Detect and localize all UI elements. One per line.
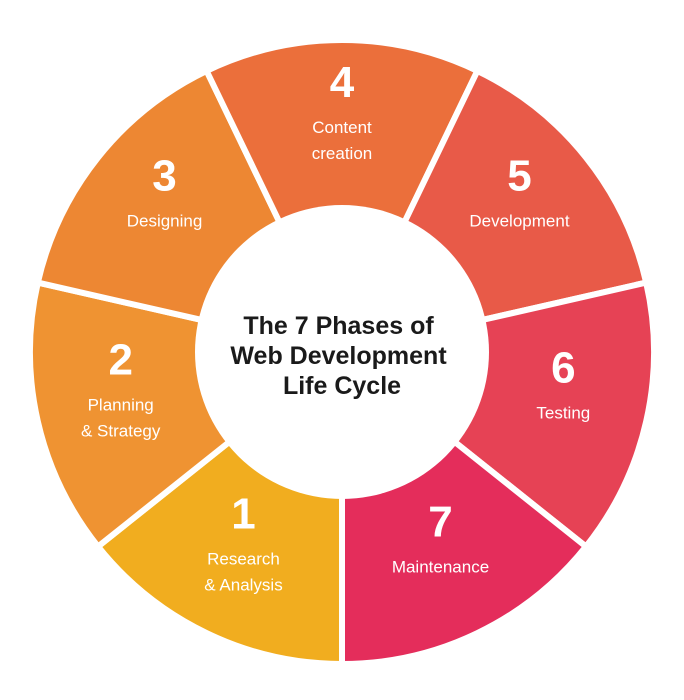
- phase-label-1-line-2: & Analysis: [204, 576, 282, 595]
- phase-label-3-line-1: Designing: [127, 211, 203, 230]
- phase-number-7: 7: [428, 498, 452, 547]
- phase-label-6-line-1: Testing: [536, 404, 590, 423]
- center-title-line-2: Web Development: [230, 342, 447, 370]
- phase-label-7-line-1: Maintenance: [392, 558, 489, 577]
- phase-number-3: 3: [152, 151, 176, 200]
- phase-label-2-line-1: Planning: [88, 396, 154, 415]
- phase-number-4: 4: [330, 58, 355, 107]
- phase-label-1-line-1: Research: [207, 550, 280, 569]
- phase-number-5: 5: [507, 151, 531, 200]
- phase-label-4-line-1: Content: [312, 118, 372, 137]
- phase-number-1: 1: [231, 490, 255, 539]
- phase-label-2-line-2: & Strategy: [81, 422, 161, 441]
- center-title: The 7 Phases of Web Development Life Cyc…: [230, 312, 453, 400]
- phase-number-6: 6: [551, 344, 575, 393]
- center-circle: [195, 205, 489, 499]
- center-title-line-1: The 7 Phases of: [243, 312, 434, 340]
- phase-label-5-line-1: Development: [469, 211, 569, 230]
- phase-number-2: 2: [108, 336, 132, 385]
- center-title-line-3: Life Cycle: [283, 372, 401, 400]
- phase-label-4-line-2: creation: [312, 144, 372, 163]
